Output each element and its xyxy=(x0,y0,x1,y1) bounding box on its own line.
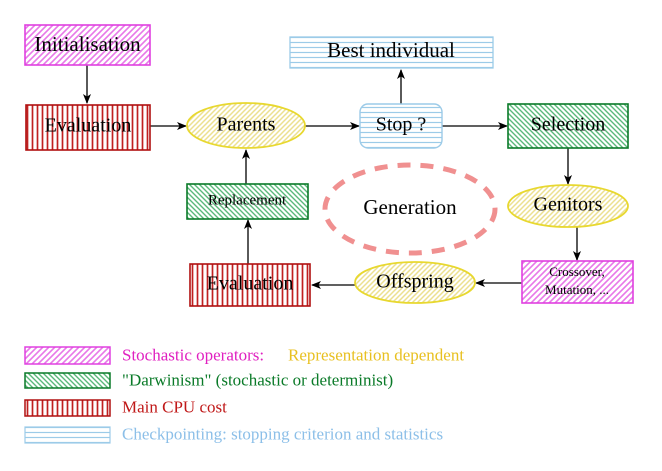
legend-label-stochastic-operators: Stochastic operators: xyxy=(122,345,264,364)
legend-swatch-red-vertical xyxy=(24,399,111,417)
node-evaluation-top[interactable]: Evaluation xyxy=(25,104,151,151)
generation-label: Generation xyxy=(363,195,457,219)
genitors-label: Genitors xyxy=(534,194,603,216)
node-crossover-mutation[interactable]: Crossover, Mutation, ... xyxy=(521,260,634,304)
evaluation-bottom-box[interactable] xyxy=(189,263,311,307)
replacement-label: Replacement xyxy=(208,192,287,208)
offspring-ellipse[interactable] xyxy=(354,261,476,304)
legend-label-darwinism: "Darwinism" (stochastic or determinist) xyxy=(122,370,393,389)
edge-layer xyxy=(83,65,581,289)
crossover-label-line2: Mutation, ... xyxy=(545,282,609,297)
legend-item-darwinism: "Darwinism" (stochastic or determinist) xyxy=(24,370,393,389)
node-offspring[interactable]: Offspring xyxy=(354,261,476,304)
node-parents[interactable]: Parents xyxy=(186,102,306,149)
node-best-individual[interactable]: Best individual xyxy=(289,36,494,69)
legend-swatch-green-hatch xyxy=(24,372,111,389)
best-individual-label: Best individual xyxy=(327,38,455,62)
initialisation-box[interactable] xyxy=(24,24,151,66)
offspring-label: Offspring xyxy=(376,271,453,293)
replacement-box[interactable] xyxy=(186,183,309,220)
legend-swatch-blue-horizontal xyxy=(24,426,111,444)
legend-label-checkpointing: Checkpointing: stopping criterion and st… xyxy=(122,424,443,443)
node-replacement[interactable]: Replacement xyxy=(186,183,309,220)
crossover-mutation-box[interactable] xyxy=(521,260,634,304)
stop-box[interactable] xyxy=(359,103,443,149)
legend: Stochastic operators: Representation dep… xyxy=(24,345,464,444)
node-evaluation-bottom[interactable]: Evaluation xyxy=(189,263,311,307)
evaluation-top-label: Evaluation xyxy=(45,115,132,137)
parents-label: Parents xyxy=(217,114,276,136)
selection-box[interactable] xyxy=(507,103,629,149)
node-selection[interactable]: Selection xyxy=(507,103,629,149)
node-genitors[interactable]: Genitors xyxy=(507,184,629,228)
legend-label-main-cpu-cost: Main CPU cost xyxy=(122,397,227,416)
crossover-label-line1: Crossover, xyxy=(549,264,604,279)
legend-label-representation-dependent: Representation dependent xyxy=(288,345,464,364)
legend-item-stochastic-operators: Stochastic operators: Representation dep… xyxy=(24,345,464,365)
node-initialisation[interactable]: Initialisation xyxy=(24,24,151,66)
parents-ellipse[interactable] xyxy=(186,102,306,149)
genitors-ellipse[interactable] xyxy=(507,184,629,228)
generation-dashed-ellipse xyxy=(322,162,498,256)
legend-swatch-magenta-hatch xyxy=(24,346,111,365)
stop-label: Stop ? xyxy=(376,114,427,136)
node-stop[interactable]: Stop ? xyxy=(359,103,443,149)
initialisation-label: Initialisation xyxy=(34,32,141,56)
legend-item-main-cpu-cost: Main CPU cost xyxy=(24,397,227,417)
evaluation-bottom-label: Evaluation xyxy=(207,273,294,295)
selection-label: Selection xyxy=(531,114,605,136)
legend-item-checkpointing: Checkpointing: stopping criterion and st… xyxy=(24,424,443,444)
best-individual-box[interactable] xyxy=(289,36,494,69)
node-generation: Generation xyxy=(322,162,498,256)
evaluation-top-box[interactable] xyxy=(25,104,151,151)
